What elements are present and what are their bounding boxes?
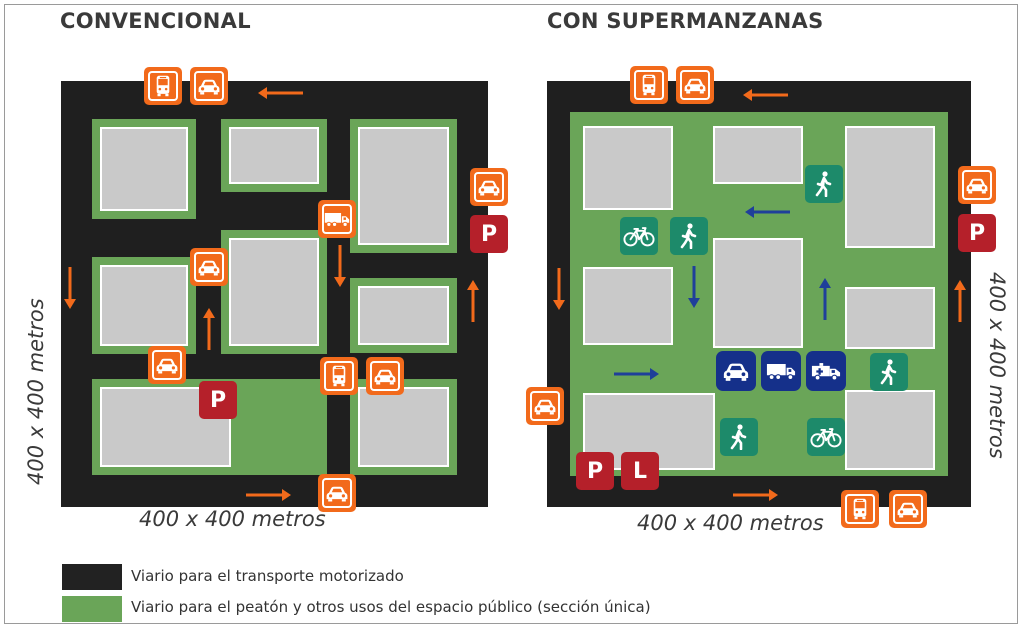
truck-icon xyxy=(318,200,356,238)
ambulance-icon xyxy=(806,351,846,391)
heading-superblocks: CON SUPERMANZANAS xyxy=(547,9,824,33)
truck-icon xyxy=(761,351,801,391)
building-block xyxy=(358,286,449,345)
building-block xyxy=(583,126,673,210)
pedestrian-icon xyxy=(870,353,908,391)
dimension-label-bottom: 400 x 400 metros xyxy=(139,507,326,531)
legend-label-motorized: Viario para el transporte motorizado xyxy=(131,567,404,585)
traffic-direction-arrow xyxy=(743,89,788,101)
dimension-label-side: 400 x 400 metros xyxy=(985,272,1009,459)
traffic-direction-arrow xyxy=(258,87,303,99)
dimension-label-bottom: 400 x 400 metros xyxy=(637,511,824,535)
car-icon xyxy=(526,387,564,425)
car-icon xyxy=(190,248,228,286)
local-traffic-arrow xyxy=(688,266,700,308)
traffic-direction-arrow xyxy=(203,308,215,350)
legend-swatch-motorized xyxy=(62,564,122,590)
pedestrian-icon xyxy=(720,418,758,456)
traffic-direction-arrow xyxy=(467,280,479,322)
parking-icon: P xyxy=(470,215,508,253)
traffic-direction-arrow xyxy=(64,267,76,309)
car-icon xyxy=(190,67,228,105)
legend-label-pedestrian: Viario para el peatón y otros usos del e… xyxy=(131,598,651,616)
superblock-plan xyxy=(547,81,971,507)
traffic-direction-arrow xyxy=(246,489,291,501)
car-icon xyxy=(716,351,756,391)
parking-icon: P xyxy=(576,452,614,490)
car-icon xyxy=(676,66,714,104)
building-block xyxy=(229,238,319,346)
bicycle-icon xyxy=(620,217,658,255)
building-block xyxy=(100,127,188,211)
local-traffic-arrow xyxy=(614,368,659,380)
building-block xyxy=(358,127,449,245)
car-icon xyxy=(470,168,508,206)
loading-zone-icon: L xyxy=(621,452,659,490)
conventional-plan xyxy=(61,81,488,507)
traffic-direction-arrow xyxy=(553,268,565,310)
car-icon xyxy=(889,490,927,528)
bus-icon xyxy=(841,490,879,528)
building-block xyxy=(845,126,935,248)
legend-swatch-pedestrian xyxy=(62,596,122,622)
building-block xyxy=(100,265,188,346)
car-icon xyxy=(958,166,996,204)
heading-conventional: CONVENCIONAL xyxy=(60,9,251,33)
building-block xyxy=(713,238,803,348)
building-block xyxy=(358,387,449,467)
bus-icon xyxy=(320,357,358,395)
car-icon xyxy=(148,346,186,384)
traffic-direction-arrow xyxy=(334,245,346,287)
building-block xyxy=(845,287,935,349)
parking-icon: P xyxy=(958,214,996,252)
building-block xyxy=(845,390,935,470)
car-icon xyxy=(318,474,356,512)
pedestrian-icon xyxy=(670,217,708,255)
figure-frame xyxy=(4,4,1018,624)
local-traffic-arrow xyxy=(745,206,790,218)
car-icon xyxy=(366,357,404,395)
bus-icon xyxy=(630,66,668,104)
building-block xyxy=(229,127,319,184)
pedestrian-icon xyxy=(805,165,843,203)
bicycle-icon xyxy=(807,418,845,456)
building-block xyxy=(583,267,673,345)
building-block xyxy=(713,126,803,184)
parking-icon: P xyxy=(199,381,237,419)
dimension-label-side: 400 x 400 metros xyxy=(24,298,48,485)
traffic-direction-arrow xyxy=(954,280,966,322)
traffic-direction-arrow xyxy=(733,489,778,501)
local-traffic-arrow xyxy=(819,278,831,320)
bus-icon xyxy=(144,67,182,105)
